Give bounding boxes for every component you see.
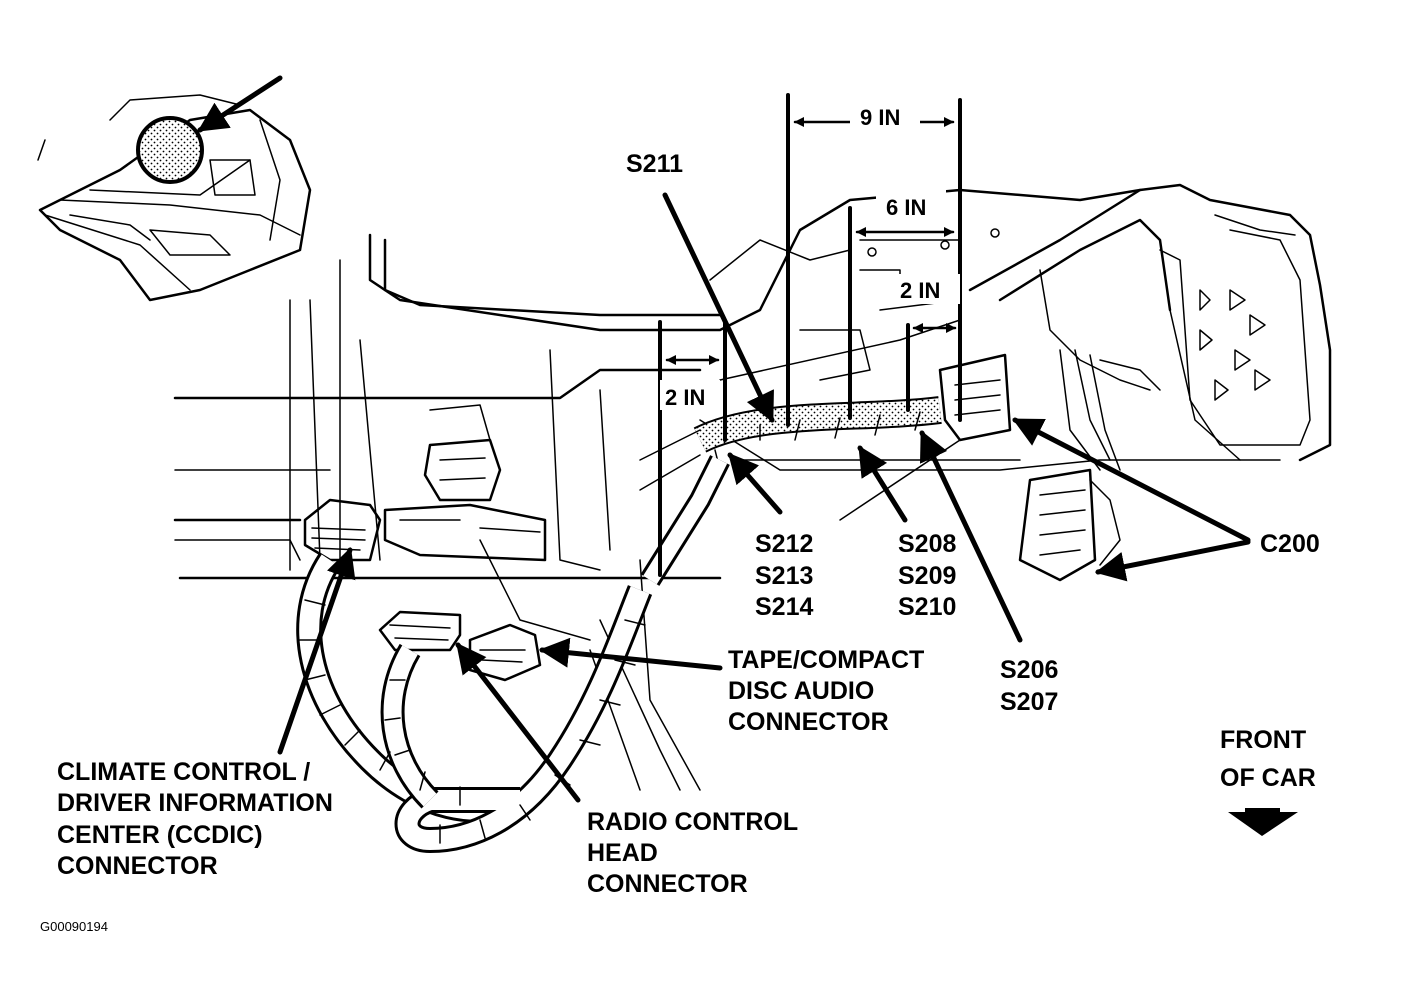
tape-arrow: [539, 637, 723, 671]
svg-text:DRIVER INFORMATION: DRIVER INFORMATION: [57, 789, 333, 817]
dim-2in-left-label: 2 IN: [665, 385, 705, 410]
dashboard-structure: [173, 183, 1332, 791]
radio-arrow: [455, 642, 581, 803]
svg-text:CONNECTOR: CONNECTOR: [728, 708, 889, 736]
svg-text:S207: S207: [1000, 688, 1058, 716]
svg-text:CENTER (CCDIC): CENTER (CCDIC): [57, 821, 263, 849]
dim-2in-right-label: 2 IN: [900, 278, 940, 303]
connector-housings: [303, 349, 1121, 682]
front-of-car-label: FRONT OF CAR: [1220, 726, 1316, 792]
svg-text:HEAD: HEAD: [587, 839, 658, 867]
svg-text:S209: S209: [898, 562, 956, 590]
c200-arrow-upper: [1012, 417, 1251, 543]
svg-text:DISC AUDIO: DISC AUDIO: [728, 677, 874, 705]
dim-6in-label: 6 IN: [886, 195, 926, 220]
svg-text:CLIMATE CONTROL /: CLIMATE CONTROL /: [57, 758, 310, 786]
s206-s207-label: S206 S207: [1000, 656, 1058, 716]
s208-s210-label: S208 S209 S210: [898, 530, 956, 621]
svg-text:S206: S206: [1000, 656, 1058, 684]
svg-text:S210: S210: [898, 593, 956, 621]
c200-arrow-lower: [1095, 539, 1251, 582]
svg-text:RADIO CONTROL: RADIO CONTROL: [587, 808, 798, 836]
svg-text:S212: S212: [755, 530, 813, 558]
callout-arrows: [277, 192, 1251, 803]
svg-text:S214: S214: [755, 593, 813, 621]
s206-arrow: [919, 430, 1023, 643]
wire-harness: [296, 396, 942, 854]
s211-label: S211: [626, 150, 683, 178]
svg-text:CONNECTOR: CONNECTOR: [57, 852, 218, 880]
dim-9in-label: 9 IN: [860, 105, 900, 130]
figure-code: G00090194: [40, 919, 108, 934]
svg-text:CONNECTOR: CONNECTOR: [587, 870, 748, 898]
svg-text:TAPE/COMPACT: TAPE/COMPACT: [728, 646, 924, 674]
svg-text:OF CAR: OF CAR: [1220, 764, 1316, 792]
climate-arrow: [277, 547, 356, 755]
dimension-lines: [658, 93, 962, 577]
tape-compact-label: TAPE/COMPACT DISC AUDIO CONNECTOR: [728, 646, 924, 736]
vehicle-interior-locator-icon: [37, 75, 312, 302]
radio-control-label: RADIO CONTROL HEAD CONNECTOR: [587, 808, 798, 898]
s212-s214-label: S212 S213 S214: [755, 530, 813, 621]
svg-text:FRONT: FRONT: [1220, 726, 1306, 754]
svg-text:S213: S213: [755, 562, 813, 590]
s212-arrow: [727, 452, 783, 515]
down-arrow-icon: [1228, 808, 1298, 836]
svg-text:S208: S208: [898, 530, 956, 558]
climate-control-label: CLIMATE CONTROL / DRIVER INFORMATION CEN…: [57, 758, 333, 880]
c200-label: C200: [1260, 530, 1320, 558]
s211-arrow: [662, 192, 775, 423]
s208-arrow: [857, 445, 908, 523]
